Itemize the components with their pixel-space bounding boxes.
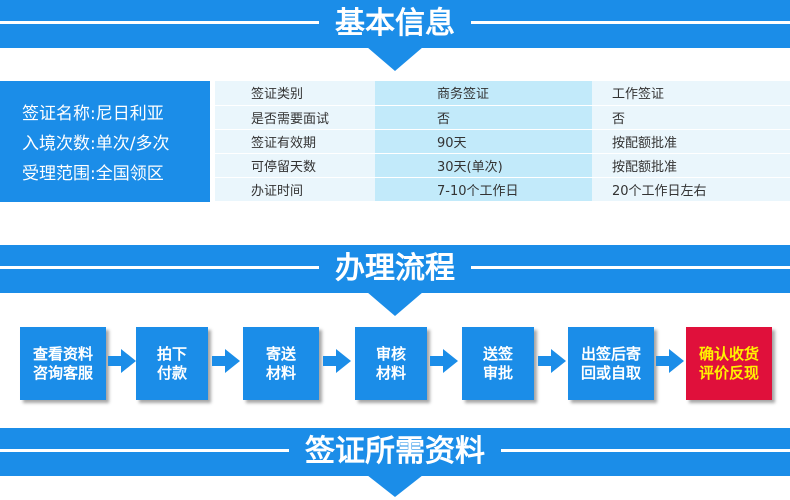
step-label-line2: 审批 [482, 363, 513, 382]
step-label-line1: 送签 [482, 344, 513, 363]
visa-summary-panel: 签证名称:尼日利亚 入境次数:单次/多次 受理范围:全国领区 [0, 81, 210, 202]
process-step-7: 确认收货 评价反现 [686, 327, 772, 400]
step-label-line2: 付款 [156, 363, 187, 382]
table-cell: 签证有效期 [215, 129, 375, 154]
table-row: 是否需要面试 否 否 [215, 105, 790, 130]
table-cell: 否 [375, 105, 592, 130]
section-banner-process: 办理流程 [0, 245, 790, 316]
table-row: 可停留天数 30天(单次) 按配额批准 [215, 153, 790, 178]
process-step-5: 送签 审批 [462, 327, 534, 400]
table-cell: 工作签证 [592, 81, 790, 106]
table-cell: 签证类别 [215, 81, 375, 106]
table-cell: 30天(单次) [375, 153, 592, 178]
step-label-line1: 出签后寄 [580, 344, 641, 363]
section-title: 办理流程 [319, 245, 471, 293]
table-cell: 90天 [375, 129, 592, 154]
process-step-6: 出签后寄 回或自取 [568, 327, 654, 400]
step-label-line1: 确认收货 [698, 344, 759, 363]
table-cell: 按配额批准 [592, 129, 790, 154]
table-cell: 按配额批准 [592, 153, 790, 178]
table-cell: 是否需要面试 [215, 105, 375, 130]
table-row: 签证有效期 90天 按配额批准 [215, 129, 790, 154]
process-step-3: 寄送 材料 [243, 327, 319, 400]
section-title: 基本信息 [319, 0, 471, 48]
step-label-line1: 审核 [375, 344, 406, 363]
table-cell: 商务签证 [375, 81, 592, 106]
section-title: 签证所需资料 [289, 428, 501, 476]
table-cell: 7-10个工作日 [375, 177, 592, 203]
visa-name: 签证名称:尼日利亚 [22, 104, 164, 124]
process-step-1: 查看资料 咨询客服 [20, 327, 106, 400]
step-label-line2: 评价反现 [698, 363, 759, 382]
right-arrow-icon [212, 349, 240, 373]
table-cell: 办证时间 [215, 177, 375, 203]
process-step-2: 拍下 付款 [136, 327, 208, 400]
entry-count: 入境次数:单次/多次 [22, 134, 170, 154]
step-label-line2: 回或自取 [580, 363, 641, 382]
section-banner-basic-info: 基本信息 [0, 0, 790, 71]
table-cell: 否 [592, 105, 790, 130]
right-arrow-icon [538, 349, 566, 373]
right-arrow-icon [430, 349, 458, 373]
banner-down-arrow-icon [367, 475, 423, 497]
step-label-line1: 寄送 [265, 344, 296, 363]
step-label-line2: 咨询客服 [32, 363, 93, 382]
banner-down-arrow-icon [367, 47, 423, 71]
table-row: 签证类别 商务签证 工作签证 [215, 81, 790, 106]
right-arrow-icon [108, 349, 136, 373]
step-label-line1: 拍下 [156, 344, 187, 363]
step-label-line2: 材料 [265, 363, 296, 382]
step-label-line1: 查看资料 [32, 344, 93, 363]
step-label-line2: 材料 [375, 363, 406, 382]
service-scope: 受理范围:全国领区 [22, 164, 164, 184]
process-step-4: 审核 材料 [355, 327, 427, 400]
right-arrow-icon [656, 349, 684, 373]
visa-info-table: 签证类别 商务签证 工作签证 是否需要面试 否 否 签证有效期 90天 按配额批… [215, 81, 790, 203]
table-cell: 20个工作日左右 [592, 177, 790, 203]
banner-down-arrow-icon [367, 292, 423, 316]
table-row: 办证时间 7-10个工作日 20个工作日左右 [215, 177, 790, 203]
section-banner-materials: 签证所需资料 [0, 428, 790, 497]
right-arrow-icon [323, 349, 351, 373]
table-cell: 可停留天数 [215, 153, 375, 178]
